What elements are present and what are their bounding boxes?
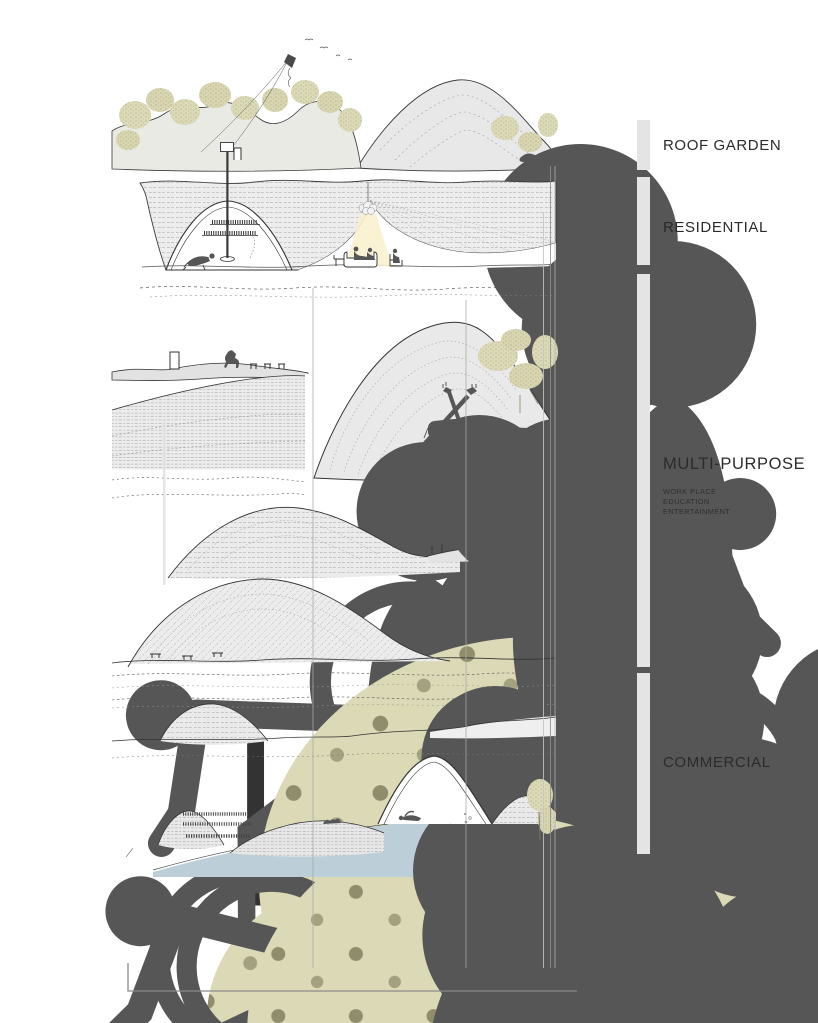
sofa-icon <box>343 246 378 268</box>
sublabel-entertainment: ENTERTAINMENT <box>663 507 731 516</box>
stool-icon <box>250 363 285 369</box>
bookshelf-pole-icon <box>202 142 260 262</box>
level-multi-purpose <box>0 321 818 1023</box>
label-multi-purpose: MULTI-PURPOSE <box>663 455 806 473</box>
bell-hill-icon <box>377 755 493 825</box>
slab-underside <box>139 286 557 291</box>
vent-icon <box>233 147 242 160</box>
tree-icon <box>491 113 558 152</box>
label-residential: RESIDENTIAL <box>663 219 768 236</box>
light-cone-icon <box>346 214 392 266</box>
diver-icon <box>449 823 465 849</box>
level-commercial <box>111 686 818 1023</box>
tree-icon <box>478 329 558 413</box>
section-bar-commercial <box>637 673 650 854</box>
tree-icon <box>527 779 556 841</box>
locker-icon <box>169 351 180 370</box>
structure-columns <box>163 166 556 968</box>
section-bar-residential <box>637 177 650 265</box>
chaise-lounge-icon <box>182 253 215 271</box>
bench-icon <box>333 255 346 266</box>
kite-string <box>200 59 289 153</box>
flag-person-icon <box>187 789 567 1023</box>
sublabel-education: EDUCATION <box>663 497 710 506</box>
bench-icon <box>150 652 223 660</box>
swimmer-icon <box>398 810 421 821</box>
multi-purpose-lower <box>0 578 818 1023</box>
seated-person-icon <box>224 350 240 368</box>
ball-trajectory-icon <box>249 235 255 259</box>
birds-icon <box>304 38 353 61</box>
multi-purpose-middle <box>160 395 818 1023</box>
crowd-icon <box>323 818 341 824</box>
dog-walker-icon <box>125 838 617 1023</box>
kite-icon <box>284 54 296 68</box>
baseline-bracket <box>127 963 577 992</box>
armchair-icon <box>389 248 403 267</box>
reclining-person-icon <box>519 153 543 162</box>
floor-line <box>111 657 557 664</box>
level-residential <box>139 142 818 1023</box>
light-column <box>163 420 166 585</box>
label-commercial: COMMERCIAL <box>663 754 771 771</box>
hanging-lamp-icon <box>346 182 392 266</box>
label-roof-garden: ROOF GARDEN <box>663 137 782 154</box>
level-roof-garden <box>111 38 678 1023</box>
section-bar-roof-garden <box>637 120 650 170</box>
pool-scene <box>125 738 818 1023</box>
section-bar-multi-purpose <box>637 274 650 667</box>
sublabel-work-place: WORK PLACE <box>663 487 717 496</box>
tree-icon <box>116 80 362 150</box>
label-multi-purpose-sub: WORK PLACE EDUCATION ENTERTAINMENT <box>663 487 730 517</box>
kite-tail <box>287 67 292 88</box>
